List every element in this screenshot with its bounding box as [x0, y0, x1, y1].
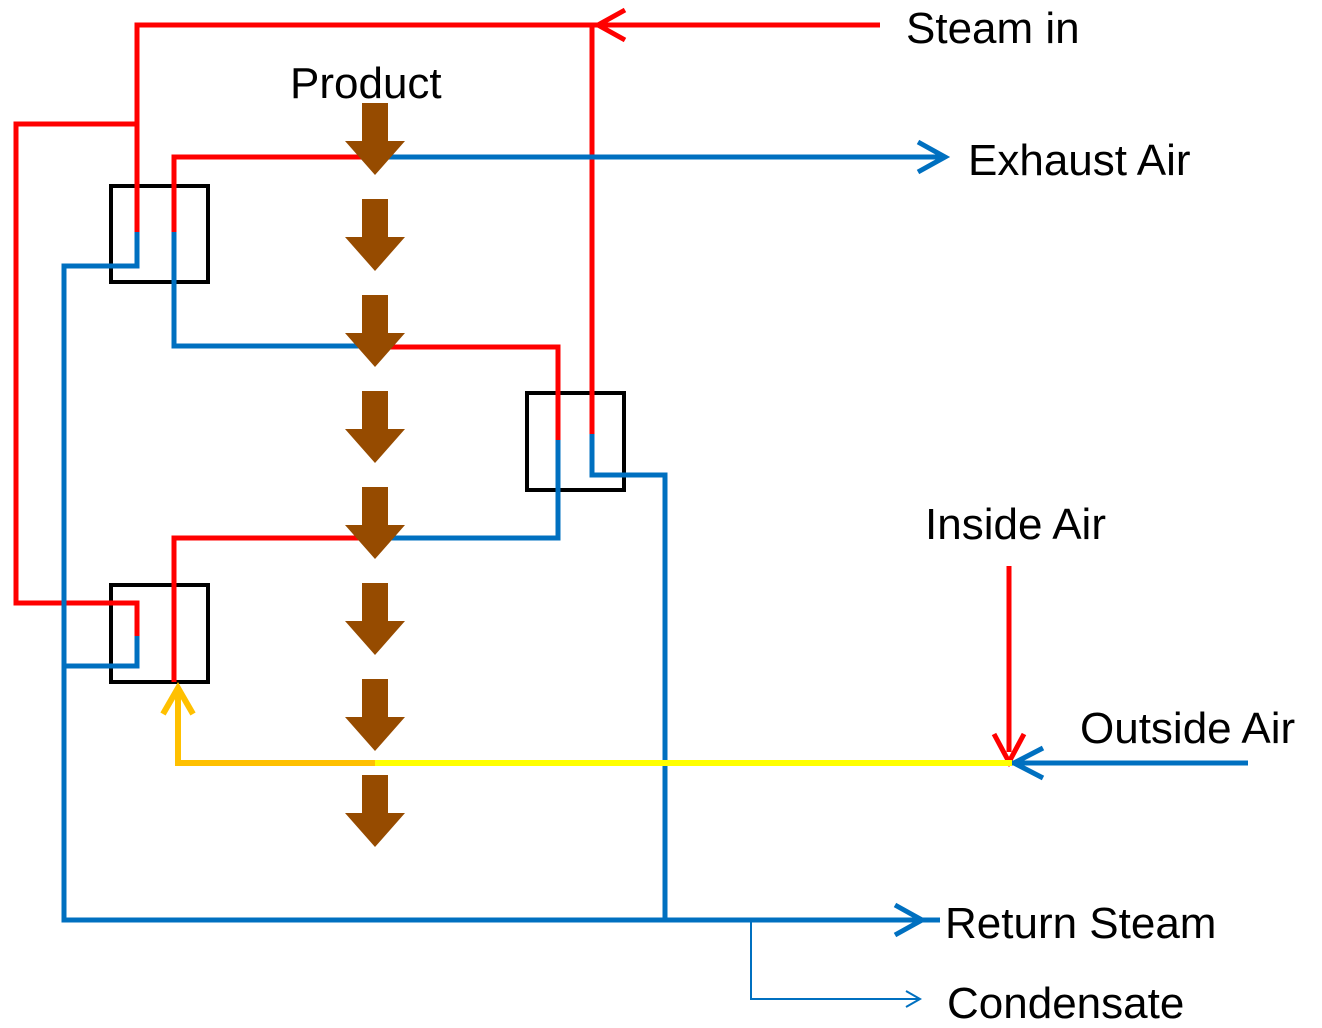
- condensate-top-hx: [61, 232, 940, 923]
- condensate-arrowhead: [905, 990, 923, 1008]
- return-steam-label: Return Steam: [945, 899, 1217, 948]
- product-down-arrow-icon: [345, 103, 405, 175]
- heat-exchanger-top: [109, 184, 210, 284]
- hot-air-top-section: [171, 154, 375, 236]
- product-down-arrow-icon: [345, 679, 405, 751]
- condensate-label: Condensate: [947, 979, 1185, 1028]
- steam-in-arrowhead: [592, 7, 627, 43]
- product-down-arrow-icon: [345, 583, 405, 655]
- return-steam-arrowhead: [893, 902, 928, 938]
- product-down-arrow-icon: [345, 487, 405, 559]
- product-flow-arrows: [345, 103, 405, 847]
- product-down-arrow-icon: [345, 295, 405, 367]
- heat-exchanger-middle: [525, 391, 626, 492]
- outside-air-label: Outside Air: [1080, 704, 1296, 753]
- steam-in-label: Steam in: [906, 4, 1080, 53]
- exhaust-air-arrowhead: [916, 139, 951, 175]
- heated-mixed-air-line: [175, 692, 375, 766]
- product-down-arrow-icon: [345, 391, 405, 463]
- product-label: Product: [290, 59, 442, 108]
- steam-branch-bottom: [13, 121, 140, 636]
- air-to-middle-hx: [375, 344, 561, 440]
- exhaust-air-label: Exhaust Air: [968, 136, 1191, 185]
- condensate-line: [750, 920, 920, 1000]
- hot-air-bottom-section: [171, 535, 375, 682]
- inside-air-label: Inside Air: [925, 500, 1106, 549]
- condensate-middle-hx: [589, 434, 668, 920]
- steam-main-line: [134, 22, 880, 232]
- air-middle-hx-out: [375, 440, 561, 541]
- product-down-arrow-icon: [345, 199, 405, 271]
- outside-air-arrowhead: [1008, 745, 1045, 781]
- heat-exchanger-bottom: [109, 583, 210, 684]
- mixed-air-arrowhead: [160, 681, 196, 716]
- condensate-bottom-hx: [64, 636, 140, 669]
- product-down-arrow-icon: [345, 775, 405, 847]
- air-top-hx-to-mid: [171, 232, 375, 349]
